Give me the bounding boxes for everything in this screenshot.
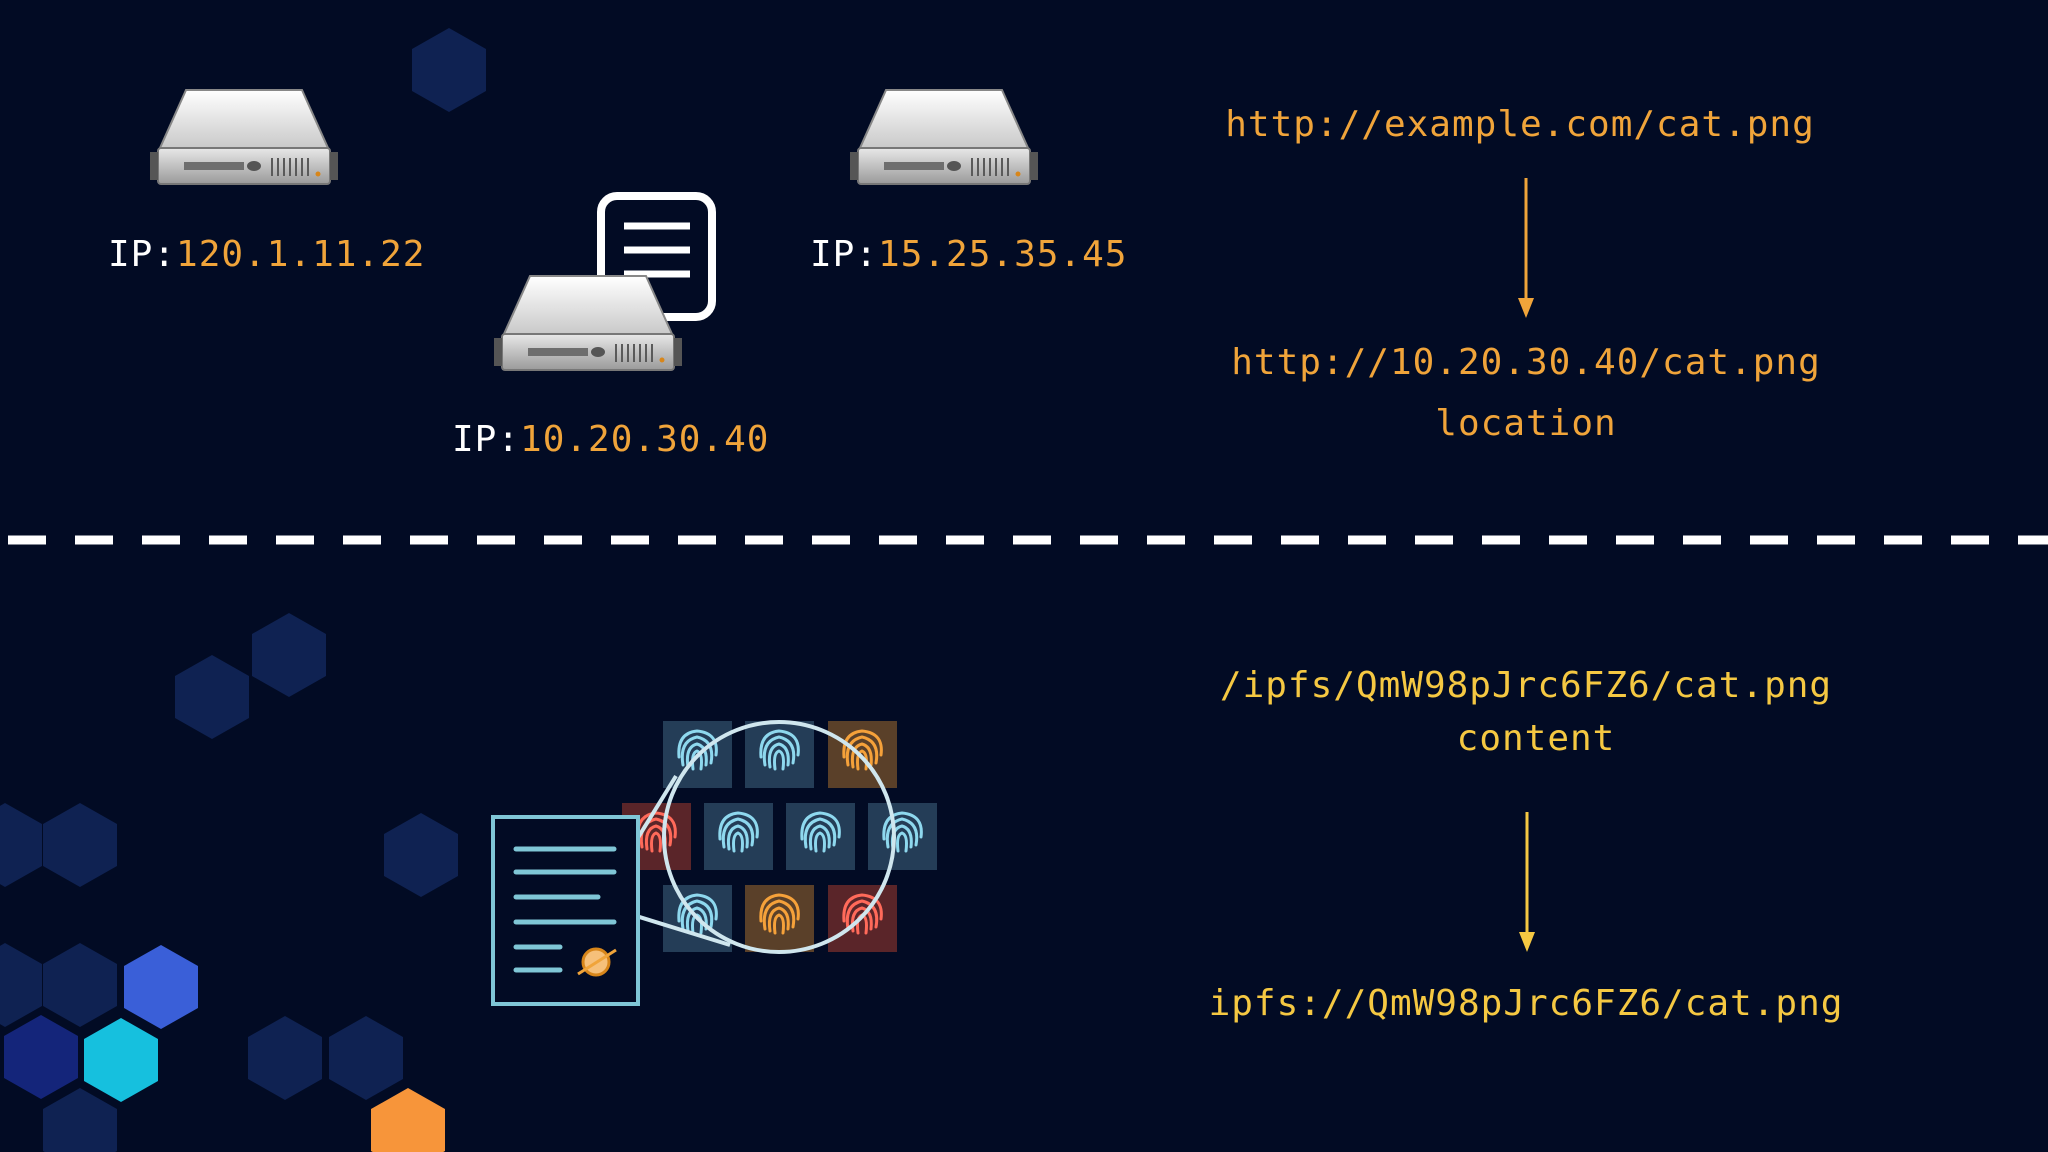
url-to: http://10.20.30.40/cat.png [1231,342,1821,383]
server-icon-3 [849,89,1039,185]
arrow-down-icon-2 [1519,812,1535,952]
server-ip-label-3: IP:15.25.35.45 [810,234,1128,275]
decorative-hexagons [0,28,486,1152]
content-path-to: ipfs://QmW98pJrc6FZ6/cat.png [1208,983,1844,1024]
server-ip-label-2: IP:10.20.30.40 [452,419,770,460]
server-icon-1 [149,89,339,185]
content-path-from: /ipfs/QmW98pJrc6FZ6/cat.png [1219,665,1833,706]
server-ip-label-1: IP:120.1.11.22 [108,234,426,275]
location-caption: location [1435,403,1617,444]
arrow-down-icon-1 [1518,178,1534,318]
url-from: http://example.com/cat.png [1225,104,1815,145]
document-outline-icon [491,815,640,1006]
content-caption: content [1456,718,1616,759]
fingerprint-grid [622,721,937,952]
